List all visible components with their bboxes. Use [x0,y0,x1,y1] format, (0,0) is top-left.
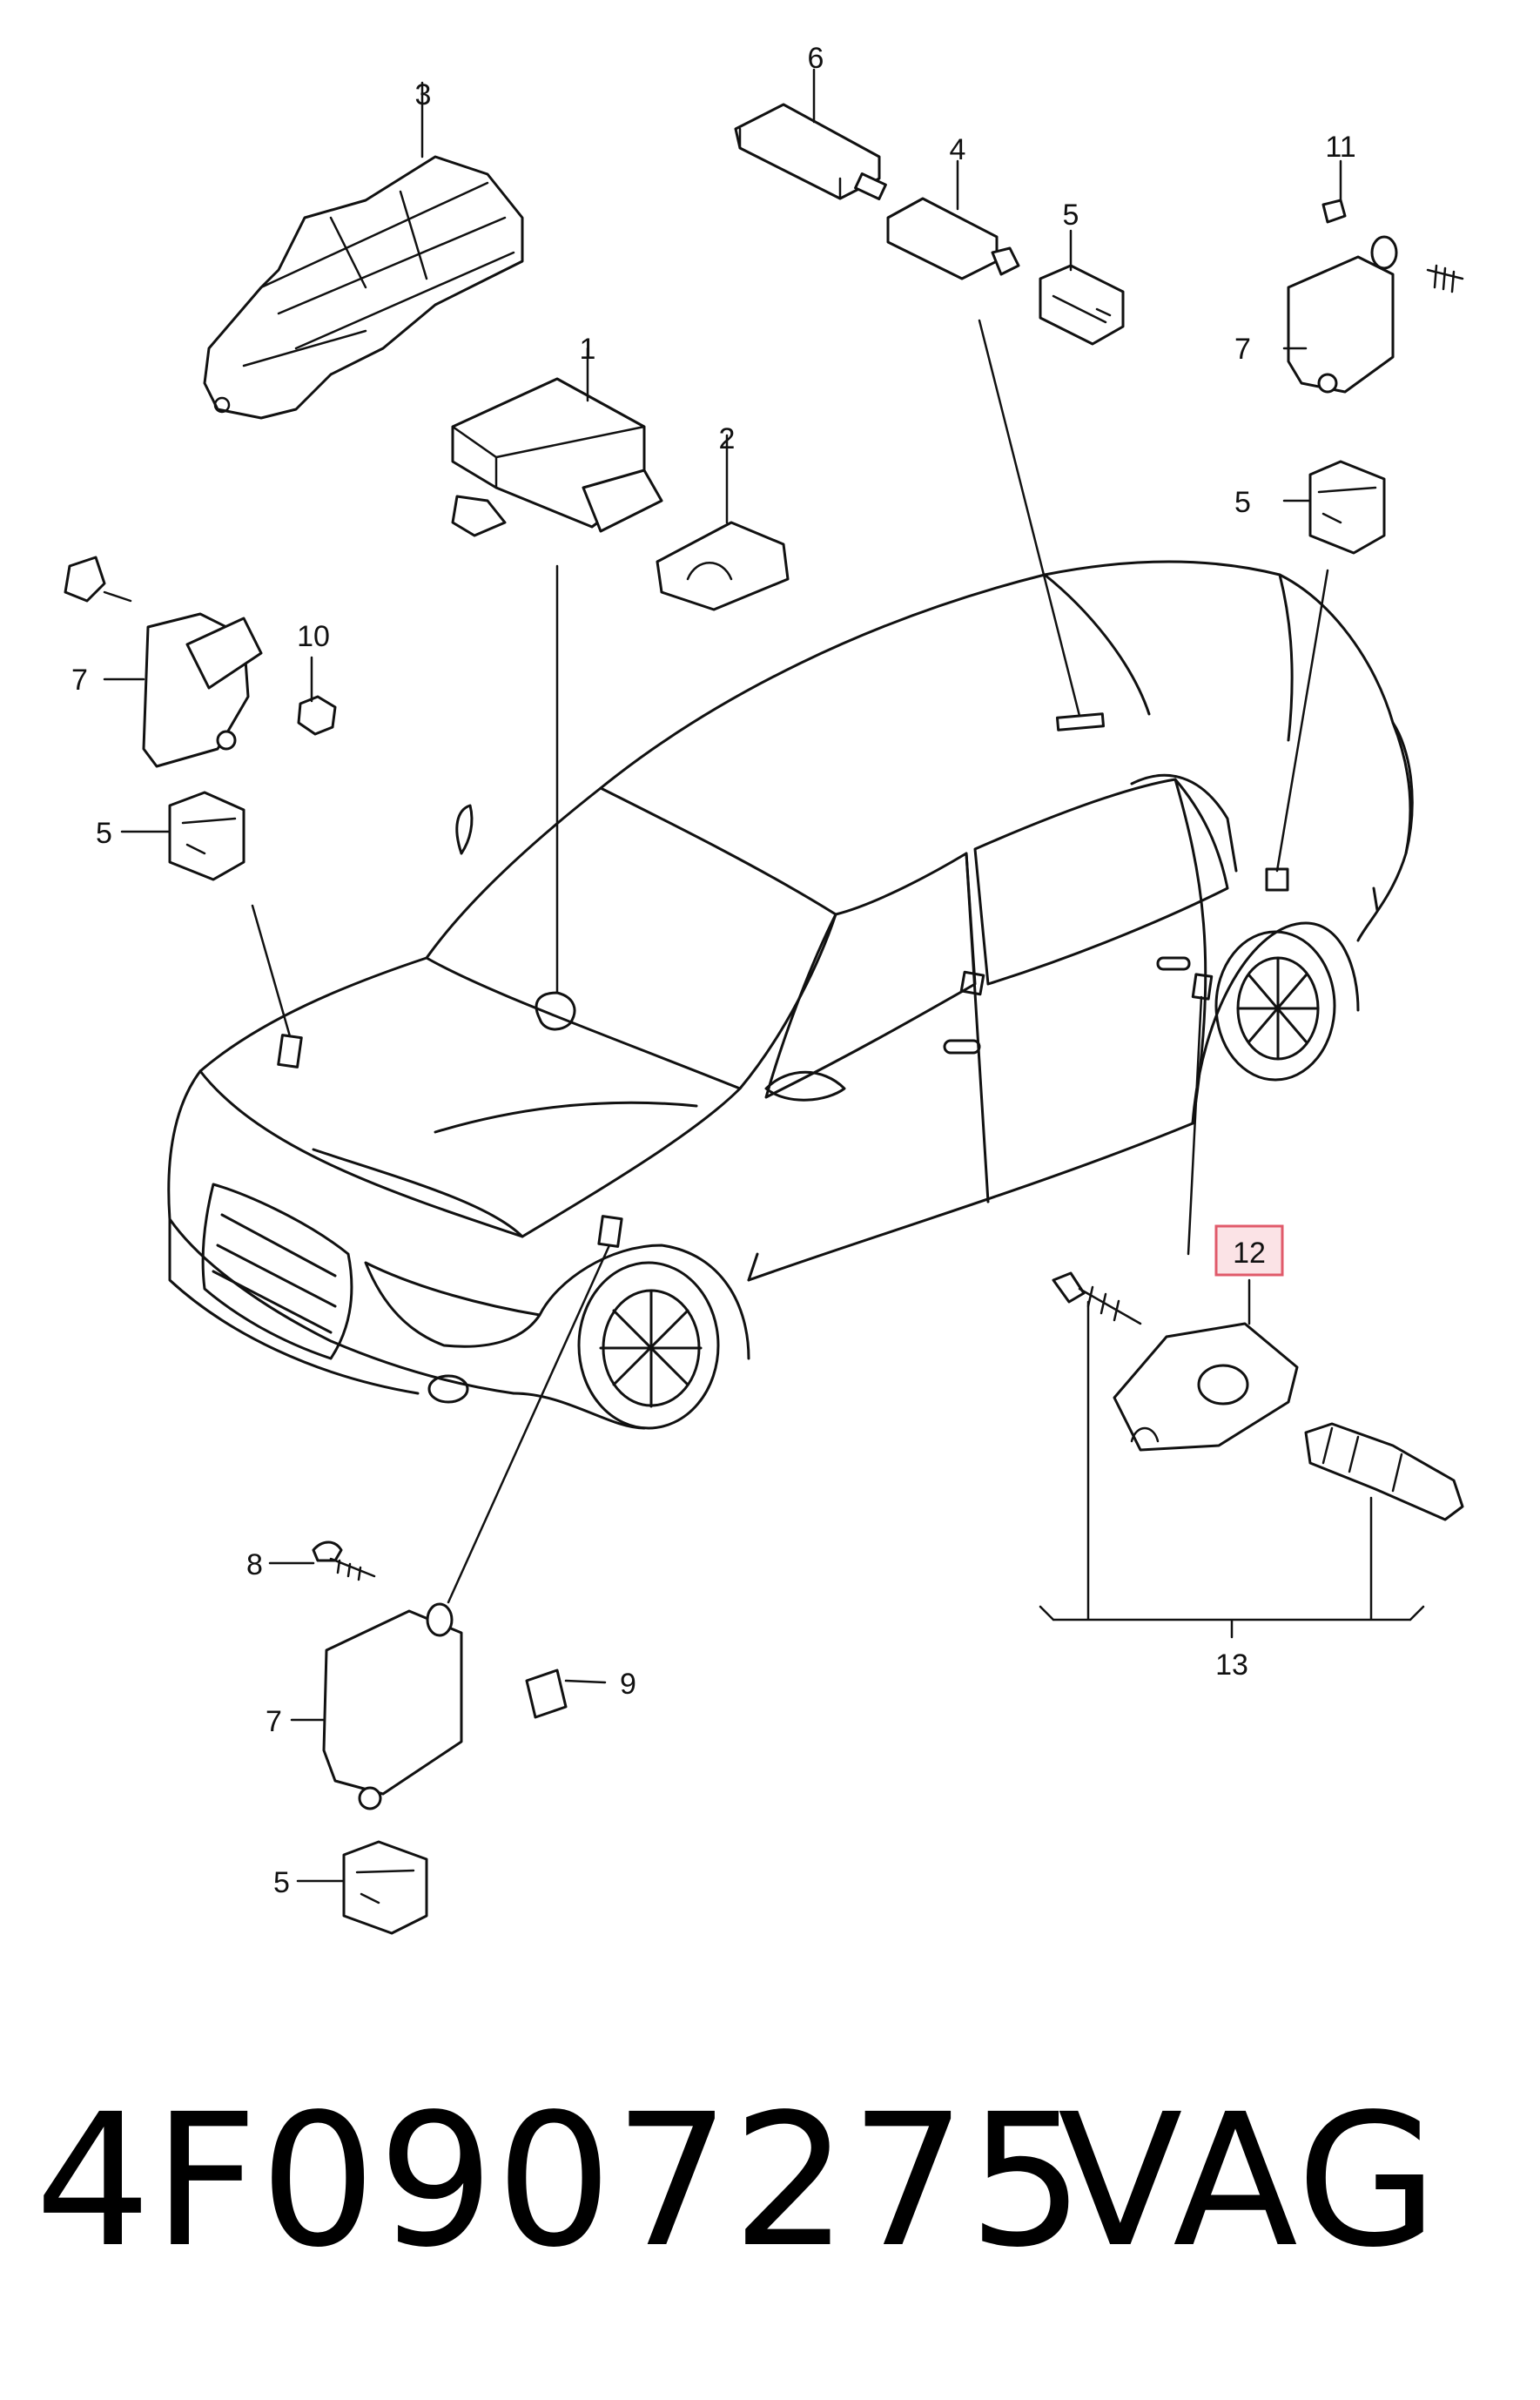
part-5-connector-upper-right [1308,460,1386,555]
part-7-sensor-upper-right [1287,199,1464,394]
part-4-receiver [886,197,1020,280]
callout-8: 8 [246,1548,263,1581]
part-1-control-module [451,377,663,537]
part-5-connector-top [1039,264,1125,346]
part-5-connector-bottom [342,1840,428,1935]
callout-5-left: 5 [96,817,112,850]
callout-11: 11 [1325,131,1355,164]
callout-1: 1 [580,333,596,366]
callout-3: 3 [415,78,432,111]
callout-6: 6 [808,42,824,75]
callout-2: 2 [719,422,736,455]
callout-4: 4 [950,133,966,166]
callout-5-upper-right: 5 [1234,486,1251,519]
part-number: 4F0907275 [35,2074,1086,2288]
part-5-connector-left [168,791,245,881]
part-7-sensor-left [64,556,337,768]
callout-7-upper-right: 7 [1234,333,1251,366]
callout-7-bottom: 7 [266,1705,282,1738]
part-12-tpms-sensor [1113,1322,1299,1452]
highlight-box-12 [1214,1224,1284,1277]
part-7-sensor-bottom [312,1540,568,1810]
callout-5-bottom: 5 [273,1866,290,1899]
part-2-bracket [656,521,790,611]
car-illustration [167,560,1414,1430]
brand-name: VAG [1058,2074,1440,2288]
part-3-bracket [203,155,524,420]
callout-9: 9 [620,1668,636,1701]
callout-5-top: 5 [1063,199,1079,232]
part-13-valve-stem [1304,1422,1464,1521]
callout-labels: 3 1 2 6 4 5 11 7 5 10 7 5 12 13 8 9 7 5 [71,42,1356,1899]
part-13-valve-screw [1052,1271,1142,1325]
callout-12: 12 [1233,1237,1266,1270]
leader-lines [103,68,1425,1883]
callout-10: 10 [297,620,330,653]
callout-13: 13 [1215,1648,1248,1682]
callout-7-left: 7 [71,664,88,697]
part-6-antenna-module [734,103,887,200]
